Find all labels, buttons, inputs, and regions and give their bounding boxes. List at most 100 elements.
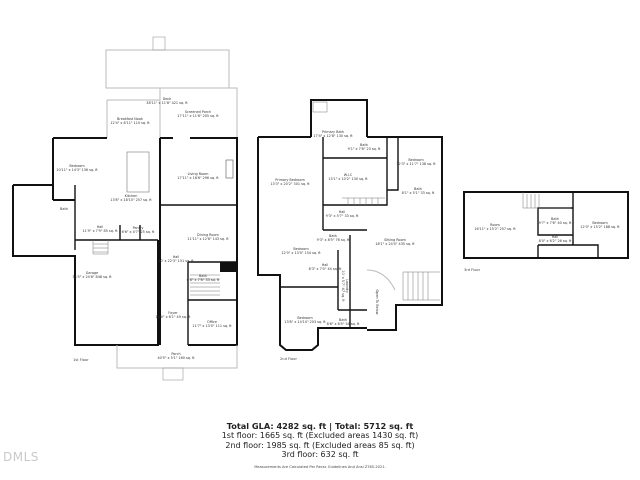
room-dims: 17'4" x 12'8" 130 sq. ft <box>313 134 353 138</box>
stairs-2nd <box>402 271 440 301</box>
screened-porch-outline <box>159 87 238 138</box>
interior-walls <box>74 185 237 345</box>
room-dims: 8'1" x 5'1" 33 sq. ft <box>401 191 435 195</box>
room-name: Laundry <box>345 279 350 293</box>
room-name: Bath <box>551 216 559 221</box>
stair-block <box>220 262 237 272</box>
garage-walls <box>12 184 159 346</box>
room-dims: 9'3" x 8'5" 76 sq. ft <box>316 238 350 242</box>
room-dims: 10' x 22'3" 151 sq. ft <box>158 259 194 263</box>
second-floor-area: 2nd floor: 1985 sq. ft (Excluded areas 8… <box>225 440 415 450</box>
room-dims: 11'7" x 13'0" 111 sq. ft <box>192 324 232 328</box>
room-dims: 13'1" x 10'2" 130 sq. ft <box>328 177 368 181</box>
primary-bath-walls <box>310 99 368 137</box>
room-name: Kitchen <box>124 193 138 198</box>
dmls-watermark: DMLS <box>3 450 39 464</box>
room-name: Screened Porch <box>184 109 212 114</box>
garage-stairs <box>92 240 109 255</box>
room-dims: 17'11" x 11'6" 205 sq. ft <box>177 114 219 118</box>
room-name: Bedroom <box>297 315 313 320</box>
room-name: Sitting Room <box>384 237 406 242</box>
room-dims: 9'3" x 5'7" 33 sq. ft <box>325 214 359 218</box>
room-name: Hall <box>321 262 329 267</box>
room-name: Dining Room <box>197 232 219 237</box>
room-dims: 13'8" x 14'10" 203 sq. ft <box>284 320 326 324</box>
room-name: Bedroom <box>293 246 309 251</box>
breakfast-outline <box>106 99 160 138</box>
room-dims: 9'1" x 7'8" 23 sq. ft <box>347 147 381 151</box>
floor-label-1st: 1st Floor <box>73 358 89 362</box>
room-name: Open To Below <box>375 289 380 315</box>
room-name: Bedroom <box>592 220 608 225</box>
third-floor-area: 3rd floor: 632 sq. ft <box>281 450 359 460</box>
room-label-open-to-below: Open To Below <box>375 290 379 315</box>
third-floor-outline <box>463 191 629 259</box>
house-walls <box>52 137 238 346</box>
room-dims: 13'3" x 20'2" 301 sq. ft <box>270 182 310 186</box>
fireplace <box>225 159 234 179</box>
room-name: Bath <box>60 206 68 211</box>
room-dims: 17'11" x 16'6" 296 sq. ft <box>177 176 219 180</box>
room-name: Bath <box>329 233 337 238</box>
outer-walls-2nd <box>257 136 443 351</box>
measurement-note: Measurements Are Calculated Per Recsc Gu… <box>254 464 386 469</box>
room-dims: 12'0" x 15'2" 188 sq. ft <box>580 225 620 229</box>
porch-stairs <box>162 367 184 381</box>
room-name: Bath <box>339 317 347 322</box>
room-name: Garage <box>85 270 99 275</box>
deck-outline <box>105 49 230 89</box>
room-dims: 40'5" x 5'1" 160 sq. ft <box>157 356 195 360</box>
room-name: Hall <box>338 209 346 214</box>
room-name: Bath <box>360 142 368 147</box>
room-dims: 18'1" x 24'0" 435 sq. ft <box>375 242 415 246</box>
stairs-1st <box>190 274 220 296</box>
room-dims: 8'3" x 7'0" 44 sq. ft <box>308 267 342 271</box>
room-name: Bedroom <box>408 157 424 162</box>
room-name: W.I.C <box>343 172 353 177</box>
interior-walls-2nd <box>280 137 399 328</box>
third-floor-walls <box>463 191 629 259</box>
room-name: Porch <box>171 351 181 356</box>
room-name: Breakfast Nook <box>117 116 143 121</box>
room-name: Pantry <box>132 225 144 230</box>
room-dims: 6'8" x 7'8" 33 sq. ft <box>186 278 220 282</box>
room-name: Hall <box>172 254 180 259</box>
stairs-3rd <box>522 192 571 209</box>
first-floor-walls <box>12 36 238 381</box>
room-dims: 6'6" x 4'7" 25 sq. ft <box>121 230 155 234</box>
room-name: Room <box>490 222 500 227</box>
deck-stairs <box>152 36 166 51</box>
room-name: Bath <box>199 273 207 278</box>
room-dims: 38'11" x 11'8" 421 sq. ft <box>146 101 188 105</box>
room-name: Living Room <box>187 171 209 176</box>
floor-label-2nd: 2nd Floor <box>280 357 297 361</box>
room-dims: 12'0" x 13'0" 154 sq. ft <box>281 251 321 255</box>
room-dims: 9'7" x 7'6" 40 sq. ft <box>538 221 572 225</box>
room-name: Primary Bath <box>321 129 345 134</box>
